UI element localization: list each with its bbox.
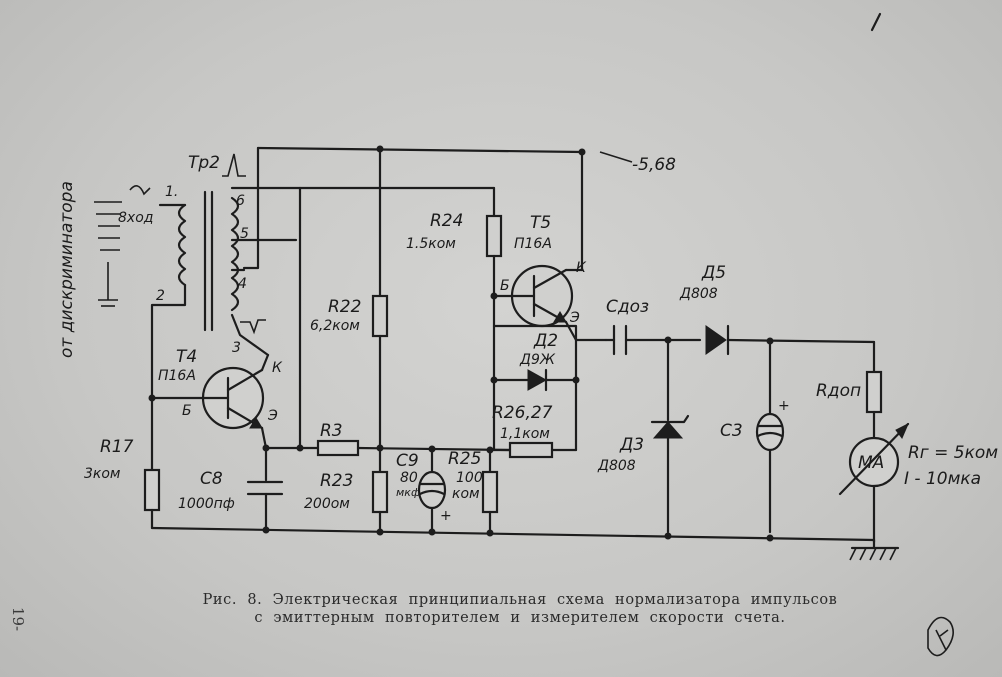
label-r24-name: R24 [430, 211, 463, 231]
label-t5-k: К [576, 260, 587, 276]
label-r17-val: 3ком [84, 466, 121, 482]
label-t5-e: Э [569, 310, 580, 326]
label-t5-type: П16А [514, 236, 552, 252]
ground-bus [150, 526, 900, 561]
label-r23-name: R23 [320, 471, 353, 491]
input-winding [94, 185, 151, 307]
transistor-t5 [492, 264, 608, 342]
label-c8-name: С8 [200, 469, 223, 489]
label-pin3: 3 [232, 340, 241, 356]
label-input-side: от дискриминатора [57, 181, 77, 358]
label-t4-k: К [272, 360, 283, 376]
label-meter: МА [858, 453, 884, 473]
label-r25-val1: 100 [456, 470, 483, 486]
figure-caption-line-2: с эмиттерным повторителем и измерителем … [254, 610, 786, 626]
label-pin6: 6 [236, 193, 245, 209]
label-r17-name: R17 [100, 437, 134, 457]
label-d5-name: Д5 [701, 263, 726, 283]
label-rdop: Rдоп [816, 381, 861, 401]
label-pin5: 5 [240, 226, 249, 242]
resistor-r25 [481, 446, 499, 534]
label-r22-val: 6,2ком [310, 318, 360, 334]
label-d5-type: Д808 [679, 286, 718, 302]
label-c9-val2: мкф [396, 486, 420, 499]
label-t4-name: Т4 [176, 347, 197, 367]
label-c9-val1: 80 [400, 470, 418, 486]
label-t4-b: Б [182, 403, 192, 419]
label-d3-type: Д808 [597, 458, 636, 474]
label-r24-val: 1.5ком [406, 236, 456, 252]
resistor-r24 [298, 186, 503, 300]
labels: от дискриминатора Тр2 8ход 1. 2 3 4 5 6 … [57, 153, 998, 524]
resistor-r26-27 [492, 441, 578, 459]
label-pin2: 2 [156, 288, 165, 304]
label-t5-b: Б [500, 278, 510, 294]
capacitor-c3 [755, 339, 785, 534]
label-r25-val2: ком [452, 486, 480, 502]
diode-d5 [705, 324, 876, 356]
label-meter-r: Rг = 5ком [908, 443, 998, 463]
capacitor-c9 [417, 447, 447, 534]
resistor-r3 [316, 439, 512, 457]
label-d3-name: Д3 [619, 435, 644, 455]
label-r23-val: 200ом [304, 496, 350, 512]
label-r2627-val: 1,1ком [500, 426, 550, 442]
label-t4-type: П16А [158, 368, 196, 384]
resistor-r22 [371, 147, 389, 450]
label-r3-name: R3 [320, 421, 343, 441]
stamp-marks [870, 12, 954, 657]
resistor-rdop [865, 340, 883, 440]
label-r25-name: R25 [448, 449, 481, 469]
meter-ma [838, 422, 910, 544]
label-t4-e: Э [267, 408, 278, 424]
page-number: 19- [9, 606, 28, 632]
label-t5-name: Т5 [530, 213, 551, 233]
label-plus2: + [778, 398, 790, 414]
label-c3-name: С3 [720, 421, 743, 441]
resistor-r17 [143, 468, 161, 530]
label-c9-name: С9 [396, 451, 419, 471]
label-plus1: + [440, 508, 452, 524]
label-pin4: 4 [238, 276, 247, 292]
label-d2-type: Д9Ж [519, 352, 556, 368]
label-r2627-name: R26,27 [492, 403, 553, 423]
label-d2-name: Д2 [533, 331, 558, 351]
capacitor-cdoz [604, 324, 702, 356]
resistor-r23 [371, 446, 389, 534]
figure-caption-line-1: Рис. 8. Электрическая принципиальная схе… [202, 592, 838, 608]
diode-d2 [492, 338, 578, 452]
label-pin1: 1. [165, 184, 178, 200]
label-meter-i: I - 10мка [904, 469, 981, 489]
label-r22-name: R22 [328, 297, 361, 317]
diode-d3 [650, 338, 690, 534]
transistor-t4 [148, 353, 270, 482]
label-transformer: Тр2 [188, 153, 220, 173]
label-cdoz: Сдоз [606, 297, 649, 317]
label-c8-val: 1000пф [178, 496, 235, 512]
label-input: 8ход [118, 210, 153, 226]
label-supply: -5,68 [632, 155, 676, 175]
